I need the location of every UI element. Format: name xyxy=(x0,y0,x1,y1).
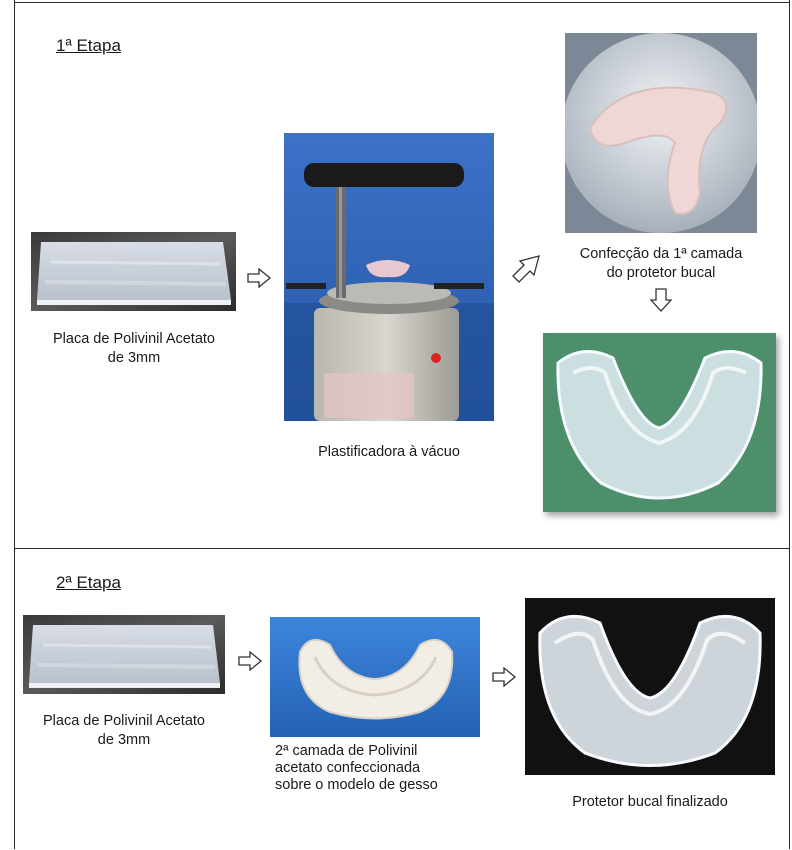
first-layer-photo xyxy=(565,33,757,233)
caption-line: do protetor bucal xyxy=(548,264,774,283)
caption-line: Confecção da 1ª camada xyxy=(548,245,774,264)
caption-line: sobre o modelo de gesso xyxy=(275,777,475,794)
finished-guard-caption: Protetor bucal finalizado xyxy=(532,793,768,812)
clear-guard-photo xyxy=(543,333,776,512)
finished-guard-photo xyxy=(525,598,775,775)
stage2-title: 2ª Etapa xyxy=(56,573,121,593)
stage1-title: 1ª Etapa xyxy=(56,36,121,56)
caption-line: Placa de Polivinil Acetato xyxy=(22,330,246,349)
second-layer-caption: 2ª camada de Polivinil acetato confeccio… xyxy=(275,743,475,794)
first-layer-caption: Confecção da 1ª camada do protetor bucal xyxy=(548,245,774,283)
arrow-diagonal-up-right-icon xyxy=(510,253,542,285)
caption-line: 2ª camada de Polivinil xyxy=(275,743,475,760)
stage-divider xyxy=(14,548,790,549)
arrow-down-icon xyxy=(650,288,672,312)
vacuum-machine-photo xyxy=(284,133,494,421)
pva-sheet-photo-2 xyxy=(23,615,225,694)
second-layer-photo xyxy=(270,617,480,737)
pva-sheet-caption-1: Placa de Polivinil Acetato de 3mm xyxy=(22,330,246,368)
arrow-right-icon xyxy=(238,651,262,671)
pva-sheet-caption-2: Placa de Polivinil Acetato de 3mm xyxy=(14,712,234,750)
arrow-right-icon xyxy=(247,268,271,288)
vacuum-machine-caption: Plastificadora à vácuo xyxy=(280,443,498,462)
top-border xyxy=(14,2,790,3)
arrow-right-icon xyxy=(492,667,516,687)
caption-line: de 3mm xyxy=(14,731,234,750)
caption-line: Placa de Polivinil Acetato xyxy=(14,712,234,731)
caption-line: de 3mm xyxy=(22,349,246,368)
pva-sheet-photo-1 xyxy=(31,232,236,311)
caption-line: acetato confeccionada xyxy=(275,760,475,777)
